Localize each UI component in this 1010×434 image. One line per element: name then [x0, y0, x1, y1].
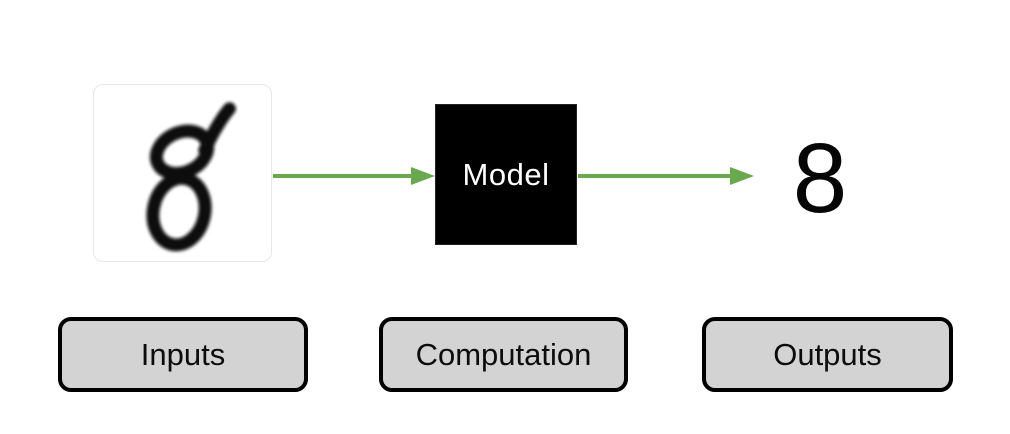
outputs-button-label: Outputs [773, 336, 882, 372]
inputs-button-label: Inputs [140, 336, 226, 372]
computation-button[interactable]: Computation [379, 317, 628, 392]
output-digit: 8 [792, 123, 848, 233]
input-image-handwritten-digit [93, 84, 272, 262]
model-box: Model [435, 104, 577, 245]
computation-button-label: Computation [415, 336, 592, 372]
model-label: Model [462, 156, 550, 192]
handwritten-8-drawing [146, 102, 236, 252]
flow-arrow-model-to-output-icon [578, 167, 754, 185]
flow-arrow-input-to-model-icon [273, 167, 435, 185]
inputs-button[interactable]: Inputs [58, 317, 308, 392]
outputs-button[interactable]: Outputs [702, 317, 953, 392]
